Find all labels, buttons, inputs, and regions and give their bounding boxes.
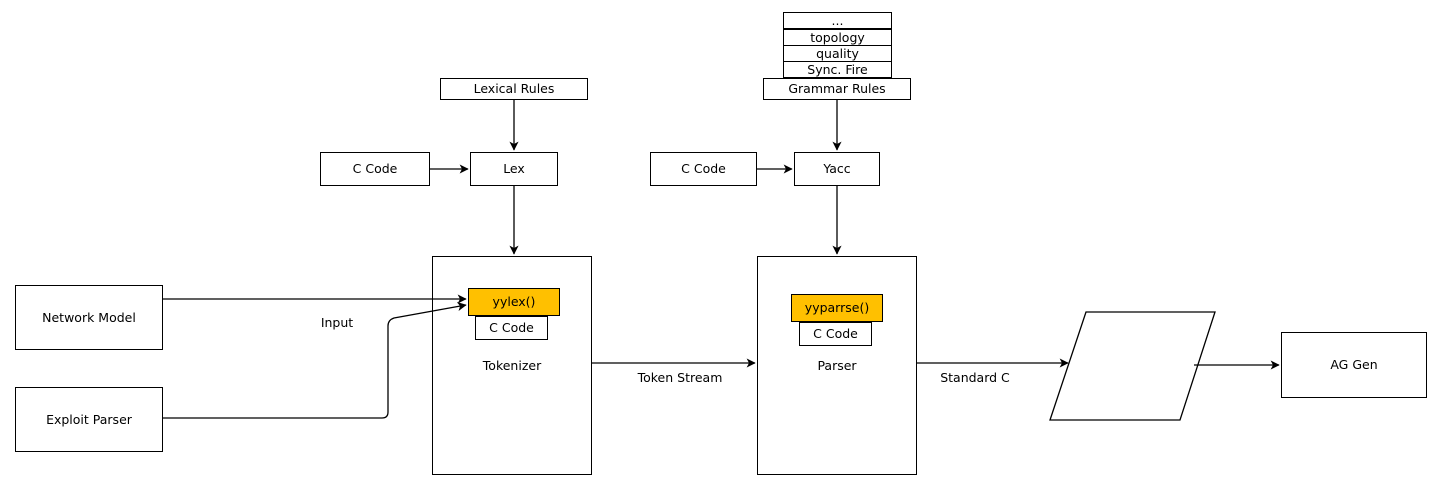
- token-stream-edge-label: Token Stream: [600, 370, 760, 385]
- grammar-rules-label: Grammar Rules: [788, 81, 886, 97]
- parser-caption-label: Parser: [817, 358, 857, 373]
- grammar-stack-row-3: Sync. Fire: [783, 61, 892, 78]
- grammar-stack-row-1: topology: [783, 29, 892, 46]
- token-stream-edge-label-text: Token Stream: [637, 370, 723, 385]
- yylex-c-code-label: C Code: [489, 320, 534, 336]
- exploit-parser-label: Exploit Parser: [46, 411, 132, 427]
- grammar-rules-node: Grammar Rules: [763, 78, 911, 100]
- exploit-parser-node: Exploit Parser: [15, 387, 163, 452]
- c-code-lex-label: C Code: [352, 161, 398, 177]
- grammar-stack-label-0: ...: [831, 13, 844, 28]
- input-edge-label: Input: [297, 315, 377, 330]
- tokenizer-caption: Tokenizer: [432, 358, 592, 373]
- tokenizer-caption-label: Tokenizer: [482, 358, 542, 373]
- network-model-node: Network Model: [15, 285, 163, 350]
- yyparrse-node: yyparrse(): [791, 294, 883, 322]
- c-code-lex-node: C Code: [320, 152, 430, 186]
- yylex-label: yylex(): [492, 294, 536, 310]
- ag-gen-label: AG Gen: [1330, 357, 1378, 373]
- grammar-stack-label-3: Sync. Fire: [807, 62, 868, 77]
- grammar-stack-row-0: ...: [783, 12, 892, 29]
- c-code-yacc-node: C Code: [650, 152, 757, 186]
- ag-gen-node: AG Gen: [1281, 332, 1427, 398]
- grammar-stack-label-1: topology: [810, 30, 865, 45]
- yacc-label: Yacc: [823, 161, 851, 177]
- yylex-node: yylex(): [468, 288, 560, 316]
- yyparrse-c-code-label: C Code: [813, 326, 858, 342]
- yyparrse-c-code-node: C Code: [799, 322, 872, 346]
- model-database-label: Model Database: [1082, 359, 1184, 374]
- standard-c-edge-label: Standard C: [910, 370, 1040, 385]
- lexical-rules-label: Lexical Rules: [473, 81, 555, 97]
- standard-c-edge-label-text: Standard C: [940, 370, 1010, 385]
- lex-label: Lex: [503, 161, 525, 177]
- network-model-label: Network Model: [42, 309, 136, 325]
- yylex-c-code-node: C Code: [475, 316, 548, 340]
- grammar-stack-row-2: quality: [783, 45, 892, 62]
- grammar-stack-label-2: quality: [816, 46, 859, 61]
- parser-container: [757, 256, 917, 475]
- yyparrse-label: yyparrse(): [804, 300, 870, 316]
- lexical-rules-node: Lexical Rules: [440, 78, 588, 100]
- lex-node: Lex: [470, 152, 558, 186]
- yacc-node: Yacc: [794, 152, 880, 186]
- c-code-yacc-label: C Code: [681, 161, 726, 177]
- input-edge-label-text: Input: [320, 315, 354, 330]
- parser-caption: Parser: [757, 358, 917, 373]
- model-database-label-wrap: Model Database: [1050, 359, 1216, 374]
